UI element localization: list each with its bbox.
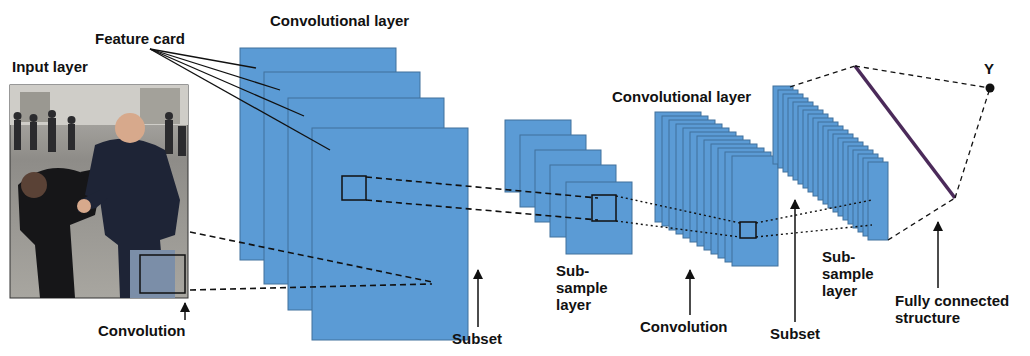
pointer-arrows [185, 200, 938, 327]
callout-label: Feature card [95, 30, 185, 47]
operation-label: Subset [452, 330, 502, 347]
layer-label: Sub-sample layer [822, 248, 906, 299]
structure-label: Fully connected structure [895, 292, 1020, 326]
conv-layer-stack [240, 48, 468, 340]
operation-label: Convolution [640, 318, 727, 335]
layer-label: Input layer [12, 58, 88, 75]
projection-lines [616, 196, 872, 237]
fully-connected-structure [790, 66, 995, 240]
subsample-layer-stack [505, 120, 632, 254]
layer-label: Convolutional layer [270, 12, 409, 29]
operation-label: Convolution [98, 322, 185, 339]
operation-label: Subset [770, 325, 820, 342]
layer-label: Sub-sample layer [556, 262, 640, 313]
conv-layer-stack [655, 112, 778, 266]
subsample-layer-stack [773, 86, 888, 240]
input-photo [10, 85, 188, 298]
projection-lines [190, 177, 598, 290]
leader-lines [150, 49, 330, 150]
output-label: Y [984, 60, 994, 77]
layer-label: Convolutional layer [612, 88, 751, 105]
